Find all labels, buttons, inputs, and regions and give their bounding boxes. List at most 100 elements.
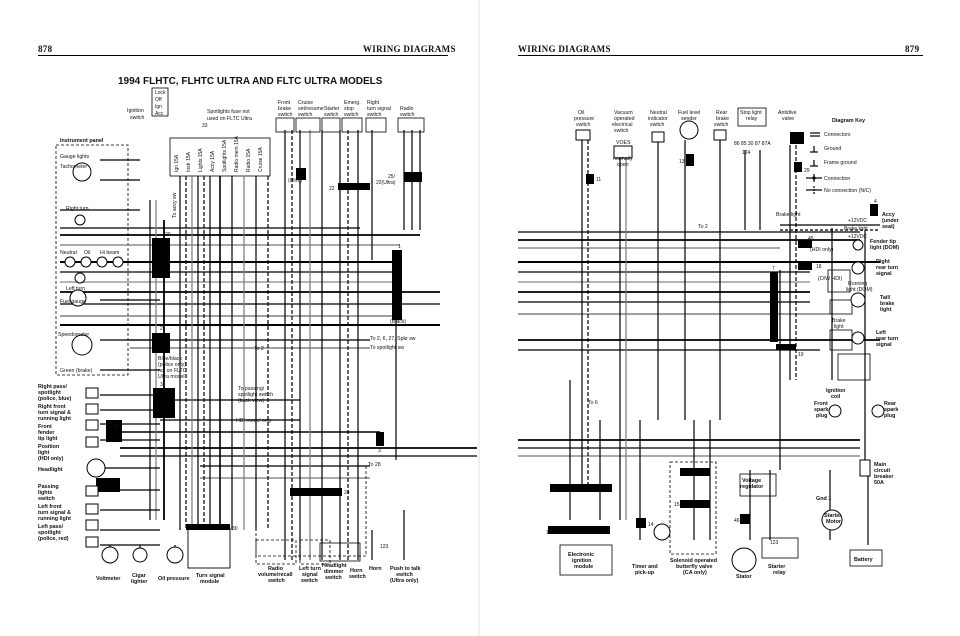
connector-46: [740, 514, 750, 524]
right-page-number: 879: [905, 44, 920, 54]
svg-text:15: 15: [674, 502, 680, 508]
svg-text:seat): seat): [882, 224, 895, 230]
svg-text:Oil pressure: Oil pressure: [158, 576, 189, 582]
svg-text:Ign: Ign: [155, 104, 162, 110]
svg-text:Ignition: Ignition: [826, 388, 845, 394]
ignition-coil-box: [837, 353, 871, 381]
svg-text:switch: switch: [576, 122, 591, 128]
svg-text:set/resume: set/resume: [298, 106, 324, 112]
svg-text:Acc: Acc: [155, 111, 164, 117]
svg-text:electrical: electrical: [612, 122, 632, 128]
svg-text:Stop light: Stop light: [740, 110, 762, 116]
oil-pressure-gauge: [166, 546, 184, 564]
svg-text:Brake light: Brake light: [844, 226, 868, 232]
svg-text:switch: switch: [614, 128, 629, 134]
svg-text:spotlight: spotlight: [38, 390, 61, 396]
svg-text:Horn: Horn: [369, 566, 382, 572]
svg-text:Voltmeter: Voltmeter: [96, 576, 121, 582]
fuel-gauge: [69, 289, 87, 307]
svg-text:123: 123: [380, 544, 389, 550]
svg-text:Main: Main: [874, 462, 886, 468]
svg-text:(police, blue): (police, blue): [38, 396, 71, 402]
svg-text:19: 19: [798, 352, 804, 358]
svg-text:(HDI only): (HDI only): [38, 456, 64, 462]
svg-text:regulator: regulator: [740, 484, 764, 490]
right-page: WIRING DIAGRAMS 879: [480, 0, 960, 636]
svg-text:Radio 15A: Radio 15A: [246, 148, 252, 172]
svg-text:25/: 25/: [388, 174, 396, 180]
svg-text:Timer and: Timer and: [632, 564, 658, 570]
svg-text:switch: switch: [278, 112, 293, 118]
svg-text:light (DOM): light (DOM): [870, 245, 899, 251]
svg-text:Horn: Horn: [350, 568, 363, 574]
svg-text:(under: (under: [882, 218, 900, 224]
svg-text:spotlight switch: spotlight switch: [238, 392, 273, 398]
svg-text:(police only): (police only): [158, 362, 186, 368]
stator: [731, 547, 757, 573]
left-wiring-diagram: Ignition switch Lock Off Ign Acc 33 Spot…: [38, 87, 480, 585]
svg-text:Brake: Brake: [832, 318, 846, 324]
svg-text:(Black): (Black): [390, 319, 406, 325]
svg-text:used on FLTC Ultra: used on FLTC Ultra: [207, 116, 252, 122]
svg-text:16: 16: [296, 168, 302, 174]
svg-text:To spotlight sw: To spotlight sw: [370, 345, 404, 351]
svg-text:Gnd 1: Gnd 1: [816, 496, 831, 502]
left-page-header: WIRING DIAGRAMS: [363, 44, 456, 54]
svg-text:pick-up: pick-up: [635, 570, 655, 576]
svg-text:Radio: Radio: [400, 106, 414, 112]
connector-25: [404, 172, 422, 182]
svg-text:light: light: [38, 450, 50, 456]
svg-text:Fuel gauge: Fuel gauge: [60, 299, 86, 305]
neutral-indicator-switch: [651, 131, 665, 143]
svg-text:switch: switch: [298, 112, 313, 118]
svg-text:tip light: tip light: [38, 436, 58, 442]
svg-text:To 2: To 2: [254, 346, 264, 352]
svg-text:21: 21: [160, 326, 166, 332]
svg-text:8: 8: [552, 488, 555, 494]
svg-text:module: module: [574, 564, 593, 570]
svg-text:Electronic: Electronic: [568, 552, 594, 558]
svg-text:Fuel level: Fuel level: [678, 110, 700, 116]
antidive-valve: [790, 132, 804, 144]
main-circuit-breaker: [859, 459, 871, 477]
svg-text:Push to talk: Push to talk: [390, 566, 421, 572]
connector-15: [680, 500, 710, 508]
svg-text:20: 20: [165, 232, 171, 238]
connector-18: [798, 262, 812, 270]
starter-relay-box: [761, 537, 799, 559]
connector-22: [338, 183, 370, 190]
svg-text:operated: operated: [614, 116, 635, 122]
svg-text:switch: switch: [396, 572, 413, 578]
svg-text:relay: relay: [746, 116, 758, 122]
svg-text:switch: switch: [349, 574, 366, 580]
connector-7: [770, 272, 778, 342]
svg-text:switch: switch: [650, 122, 665, 128]
right-wiring-diagram: Oil pressure switch Vacuum operated elec…: [518, 107, 900, 580]
svg-text:switch: switch: [324, 112, 339, 118]
svg-text:VOES: VOES: [616, 140, 631, 146]
svg-text:volume/recall: volume/recall: [258, 572, 293, 578]
svg-text:Right pass/: Right pass/: [38, 384, 68, 390]
connector-35: [96, 478, 120, 492]
svg-text:Accy: Accy: [882, 212, 895, 218]
svg-text:light (DOM): light (DOM): [846, 287, 873, 293]
svg-text:Front: Front: [814, 401, 828, 407]
svg-text:Spotlights 15A: Spotlights 15A: [222, 139, 228, 172]
svg-text:Stator: Stator: [736, 574, 752, 580]
svg-text:Right: Right: [876, 259, 890, 265]
svg-text:switch: switch: [301, 578, 318, 584]
svg-text:Ultra model: Ultra model: [158, 374, 185, 380]
svg-text:indicator: indicator: [648, 116, 668, 122]
svg-text:Tail/: Tail/: [880, 295, 891, 301]
svg-text:HDI model only: HDI model only: [236, 418, 272, 424]
svg-text:Gauge lights: Gauge lights: [60, 154, 90, 160]
connector-19: [776, 344, 796, 350]
svg-text:spotlight: spotlight: [38, 530, 61, 536]
instrument-panel-label: Instrument panel: [60, 138, 104, 144]
stop-light-relay-box: [737, 107, 767, 127]
svg-text:(Ultra): (Ultra): [288, 178, 302, 184]
svg-text:light: light: [834, 324, 844, 330]
oil-pressure-switch: [575, 129, 591, 141]
svg-text:Motor: Motor: [826, 519, 842, 525]
svg-text:46: 46: [734, 518, 740, 524]
